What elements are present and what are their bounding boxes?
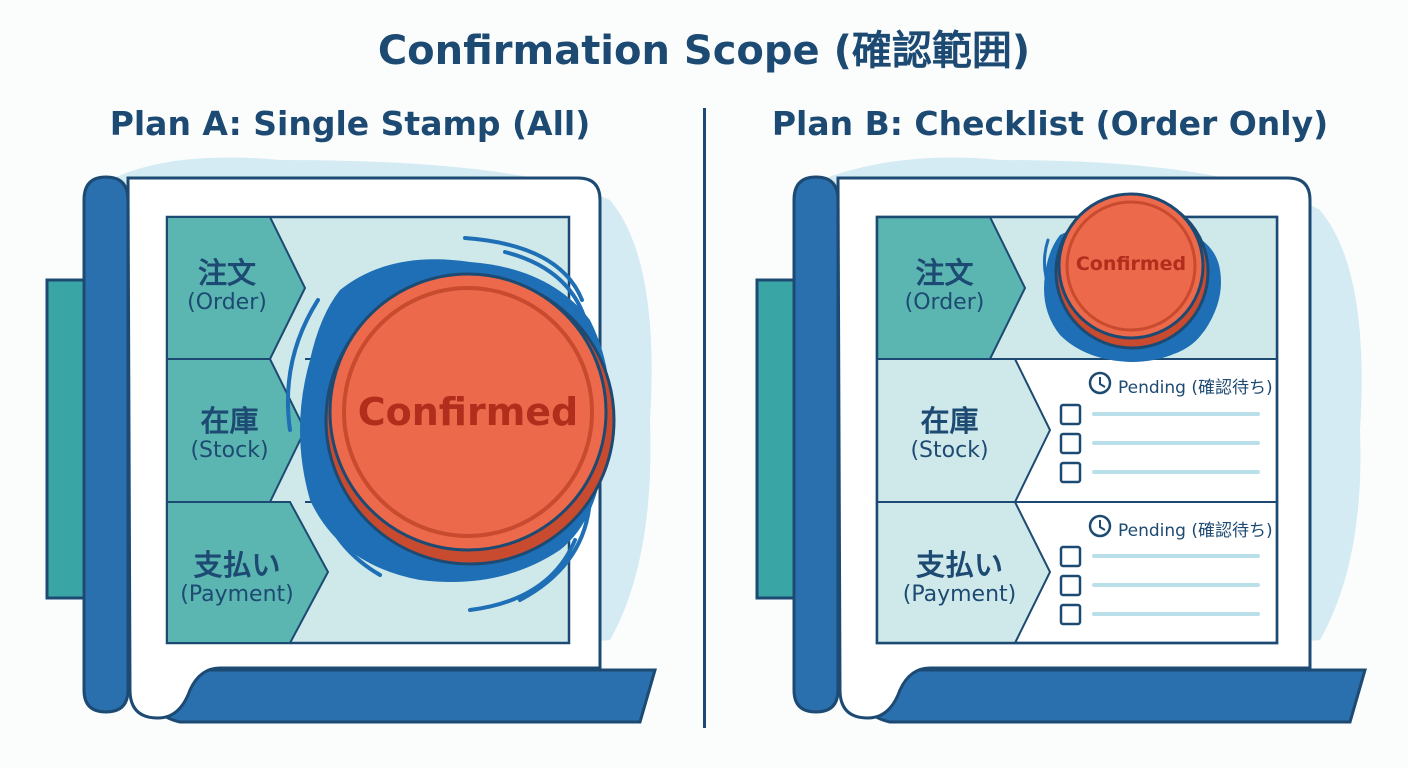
plan-b-stock-pending-label: Pending (確認待ち) (1118, 378, 1273, 398)
plan-b-payment-en: (Payment) (902, 582, 1017, 607)
plan-a-bottom-roll (148, 668, 657, 724)
plan-a-payment-jp: 支払い (193, 548, 281, 582)
checkbox-icon (1059, 432, 1082, 455)
plan-b-stock-checklist (1059, 403, 1082, 484)
plan-b-bottom-roll (858, 668, 1367, 724)
checkbox-icon (1059, 461, 1082, 484)
plan-b-stamp-label: Confirmed (1075, 253, 1187, 275)
plan-b-stock-jp: 在庫 (920, 404, 979, 438)
plan-a-stamp-icon (324, 272, 616, 566)
checkbox-icon (1059, 603, 1082, 626)
plan-b-payment-checklist (1059, 545, 1082, 626)
plan-b-order-jp: 注文 (915, 256, 974, 290)
plan-b-left-roll (792, 175, 840, 714)
plan-a-title: Plan A: Single Stamp (All) (109, 104, 591, 143)
divider (703, 108, 706, 728)
plan-b-document (755, 157, 1367, 724)
plan-a-order-en: (Order) (187, 290, 267, 315)
plan-b-payment-jp: 支払い (915, 548, 1003, 582)
plan-b-payment-pending-label: Pending (確認待ち) (1118, 521, 1273, 541)
plan-a-row-order-label (166, 216, 307, 360)
checkbox-icon (1059, 574, 1082, 597)
plan-b-title: Plan B: Checklist (Order Only) (771, 104, 1329, 143)
main-title: Confirmation Scope (確認範囲) (377, 28, 1031, 74)
plan-a-payment-en: (Payment) (180, 582, 294, 607)
plan-b-stock-en: (Stock) (910, 438, 989, 463)
plan-a-stock-en: (Stock) (190, 438, 269, 463)
plan-a-row-stock-label (166, 358, 307, 503)
checkbox-icon (1059, 403, 1082, 426)
plan-a-row-payment-label (166, 501, 330, 644)
plan-b-order-en: (Order) (904, 290, 985, 315)
plan-a-stock-jp: 在庫 (200, 404, 259, 438)
plan-a-stamp-label: Confirmed (357, 390, 579, 434)
plan-a-document (45, 157, 657, 724)
plan-a-order-jp: 注文 (197, 256, 256, 290)
plan-b-stamp-icon (1054, 192, 1210, 350)
plan-b-stock-clock-icon (1088, 371, 1112, 395)
plan-b-payment-clock-icon (1088, 514, 1112, 538)
plan-a-left-roll (82, 175, 130, 714)
checkbox-icon (1059, 545, 1082, 568)
